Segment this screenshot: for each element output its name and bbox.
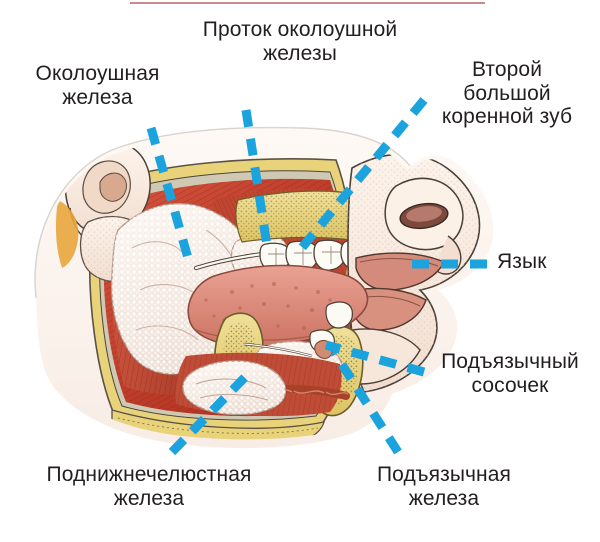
label-second-molar: Второй большой коренной зуб — [441, 58, 573, 129]
label-sublingual-gland: Подъязычная железа — [376, 463, 511, 510]
label-submandibular-gland: Поднижнечелюстная железа — [46, 463, 252, 510]
label-tongue: Язык — [497, 250, 547, 273]
submandibular-gland — [182, 360, 287, 416]
label-parotid-duct: Проток околоушной железы — [202, 18, 398, 65]
top-divider-rule — [130, 2, 485, 4]
label-parotid-gland: Околоушная железа — [35, 62, 160, 109]
sublingual-papilla — [314, 339, 333, 359]
label-sublingual-papilla: Подъязычный сосочек — [441, 350, 579, 397]
